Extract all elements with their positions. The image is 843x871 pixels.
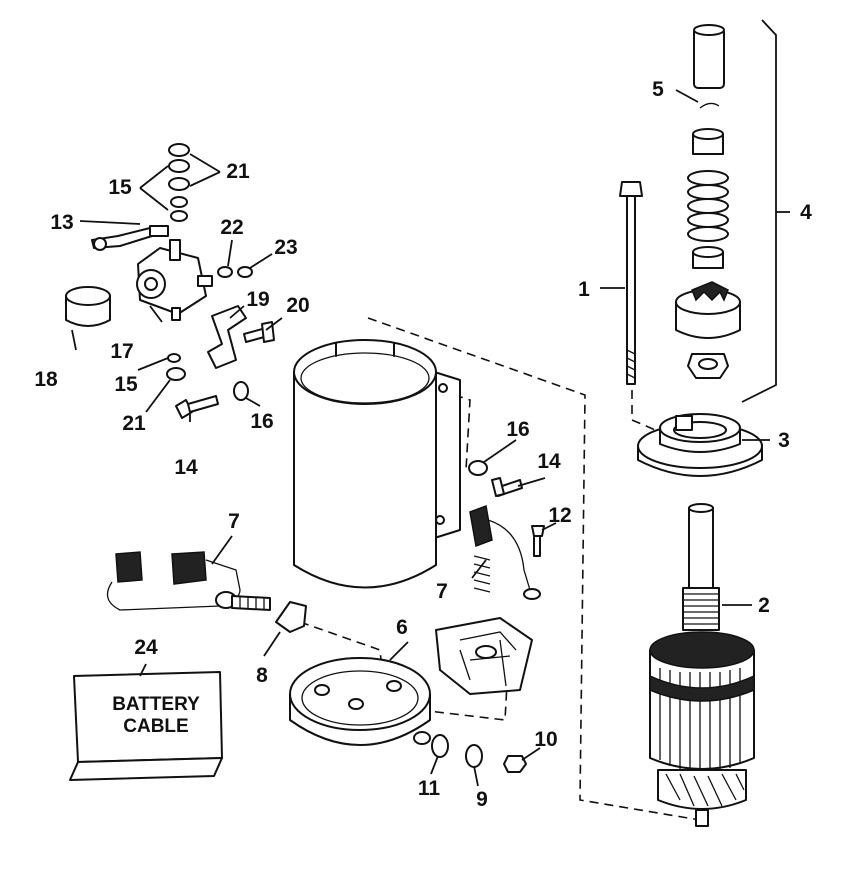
nut-stack-15-21 (168, 143, 190, 222)
part-4-bracket (741, 19, 777, 403)
assembly-dashed-lines (299, 317, 701, 821)
brush-and-spring (469, 504, 541, 600)
callout-16-left: 16 (250, 410, 273, 433)
nut-icon (687, 353, 729, 379)
armature-2 (649, 503, 755, 827)
callout-11: 11 (418, 777, 441, 800)
terminal-stud-13 (91, 225, 169, 251)
callout-16-right: 16 (506, 418, 529, 441)
callout-17: 17 (110, 340, 133, 363)
spring-icon (687, 170, 729, 242)
callout-8: 8 (256, 664, 268, 687)
callout-7-left: 7 (228, 510, 240, 533)
callout-9: 9 (476, 788, 488, 811)
callout-4: 4 (800, 201, 812, 224)
boot-18 (65, 286, 111, 327)
callout-2: 2 (758, 594, 770, 617)
callout-23: 23 (274, 236, 297, 259)
retaining-ring-5 (699, 102, 720, 109)
callout-20: 20 (286, 294, 309, 317)
callout-14-right: 14 (537, 450, 561, 473)
through-bolt-1 (619, 181, 643, 385)
callout-24: 24 (134, 636, 158, 659)
callout-12: 12 (548, 504, 571, 527)
brush-plate-6 (435, 617, 533, 695)
callout-19: 19 (246, 288, 269, 311)
callout-15-bottom: 15 (114, 373, 138, 396)
motor-frame (293, 339, 461, 589)
battery-cable-line1: BATTERY (112, 694, 200, 715)
callout-18: 18 (34, 368, 58, 391)
callout-1: 1 (578, 278, 590, 301)
commutator-end-cap (289, 657, 431, 746)
leader-lines (71, 89, 790, 787)
drive-end-cap-3 (637, 413, 763, 477)
callout-5: 5 (652, 78, 664, 101)
callout-21-top: 21 (226, 160, 250, 183)
callout-7-right: 7 (436, 580, 448, 603)
washers-and-nut (431, 734, 527, 773)
callout-14-left: 14 (174, 456, 198, 479)
callout-21-bottom: 21 (122, 412, 146, 435)
callout-labels: 1 2 3 4 5 6 7 7 8 9 10 11 12 13 14 14 15… (34, 78, 812, 811)
callout-13: 13 (50, 211, 73, 234)
spring-icon (473, 555, 491, 593)
brush-lead-7 (106, 551, 271, 611)
pinion-gear (675, 281, 741, 339)
battery-cable-line2: CABLE (123, 716, 188, 737)
drive-assembly-parts (675, 24, 741, 379)
callout-3: 3 (778, 429, 790, 452)
callout-6: 6 (396, 616, 408, 639)
battery-cable-box: BATTERY CABLE (69, 671, 223, 781)
small-fasteners (166, 266, 545, 557)
solenoid-17 (136, 239, 213, 321)
bracket-19 (207, 305, 247, 369)
callout-15-top: 15 (108, 176, 132, 199)
callout-10: 10 (534, 728, 557, 751)
callout-22: 22 (220, 216, 243, 239)
terminal-block-8 (275, 601, 307, 633)
